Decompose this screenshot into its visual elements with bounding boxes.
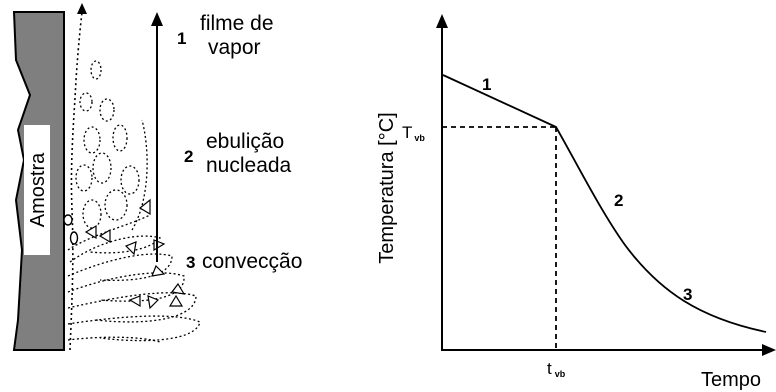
stage-1-number: 1 [177, 29, 186, 48]
stage-2-line2: nucleada [206, 154, 292, 177]
surface-bubble-2 [69, 231, 79, 245]
vapor-flow-arrow-icon [77, 3, 87, 14]
flow-arrow-icon [84, 224, 97, 240]
flow-arrow-icon [168, 294, 184, 307]
stage-1-line2: vapor [208, 36, 261, 59]
x-axis-arrow-icon [762, 344, 776, 356]
flow-arrows [84, 198, 186, 310]
flow-arrow-icon [170, 282, 186, 295]
cooling-curve [442, 74, 767, 333]
y-axis-label: Temperatura [°C] [376, 112, 398, 263]
surface-bubble [63, 214, 73, 226]
stage-3-number: 3 [186, 253, 195, 272]
stage-2-number: 2 [184, 147, 193, 166]
flow-arrow-icon [98, 228, 111, 244]
curve-label-2: 2 [614, 191, 623, 210]
flow-arrow-icon [124, 241, 137, 256]
flow-arrow-icon [147, 295, 160, 310]
curve-label-3: 3 [683, 285, 692, 304]
curve-label-1: 1 [482, 75, 491, 94]
sample-diagram: Amostra [12, 3, 302, 351]
sample-label-box [24, 125, 50, 255]
stage-3-line1: convecção [202, 250, 302, 273]
y-axis-arrow-icon [436, 14, 448, 28]
vapor-flow-line [69, 11, 83, 351]
x-axis-label: Tempo [701, 369, 761, 391]
flow-arrow-icon [151, 264, 166, 277]
stage-2-line1: ebulição [206, 130, 284, 153]
flow-arrow-icon [138, 198, 151, 216]
sample-label: Amostra [27, 152, 49, 227]
flow-arrow-icon [153, 239, 166, 252]
stage-1-line1: filme de [200, 12, 274, 35]
bubbles [75, 60, 140, 229]
flow-arrow-icon [128, 295, 141, 308]
stage-timeline-arrow-icon [151, 12, 163, 26]
